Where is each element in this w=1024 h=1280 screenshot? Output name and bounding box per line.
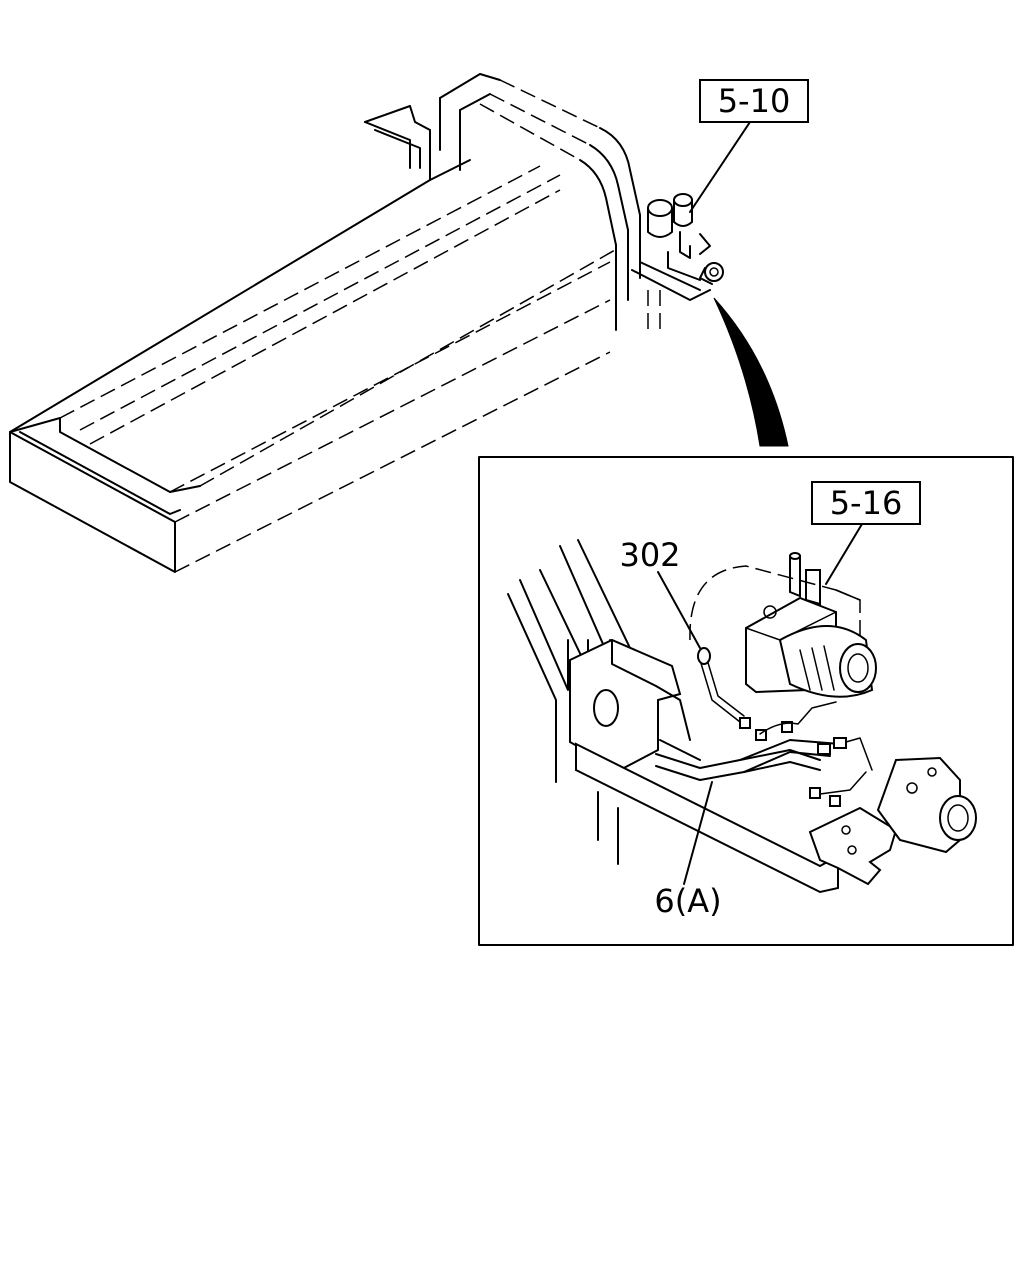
callout-302: 302 (619, 536, 701, 649)
callout-6a: 6(A) (654, 781, 722, 920)
ref-box-5-16: 5-16 (811, 481, 921, 585)
valve-assembly-top (647, 193, 724, 285)
frame-rail-drawing (9, 73, 711, 573)
callout-label-6a: 6(A) (654, 882, 721, 920)
ref-label-5-10: 5-10 (718, 82, 791, 120)
detail-pointer-arrow (713, 297, 789, 447)
detail-border (478, 456, 1014, 946)
ref-box-5-10: 5-10 (689, 79, 809, 213)
ref-label-5-16: 5-16 (830, 484, 903, 522)
callout-label-302: 302 (619, 536, 680, 574)
detail-view (478, 456, 1014, 946)
